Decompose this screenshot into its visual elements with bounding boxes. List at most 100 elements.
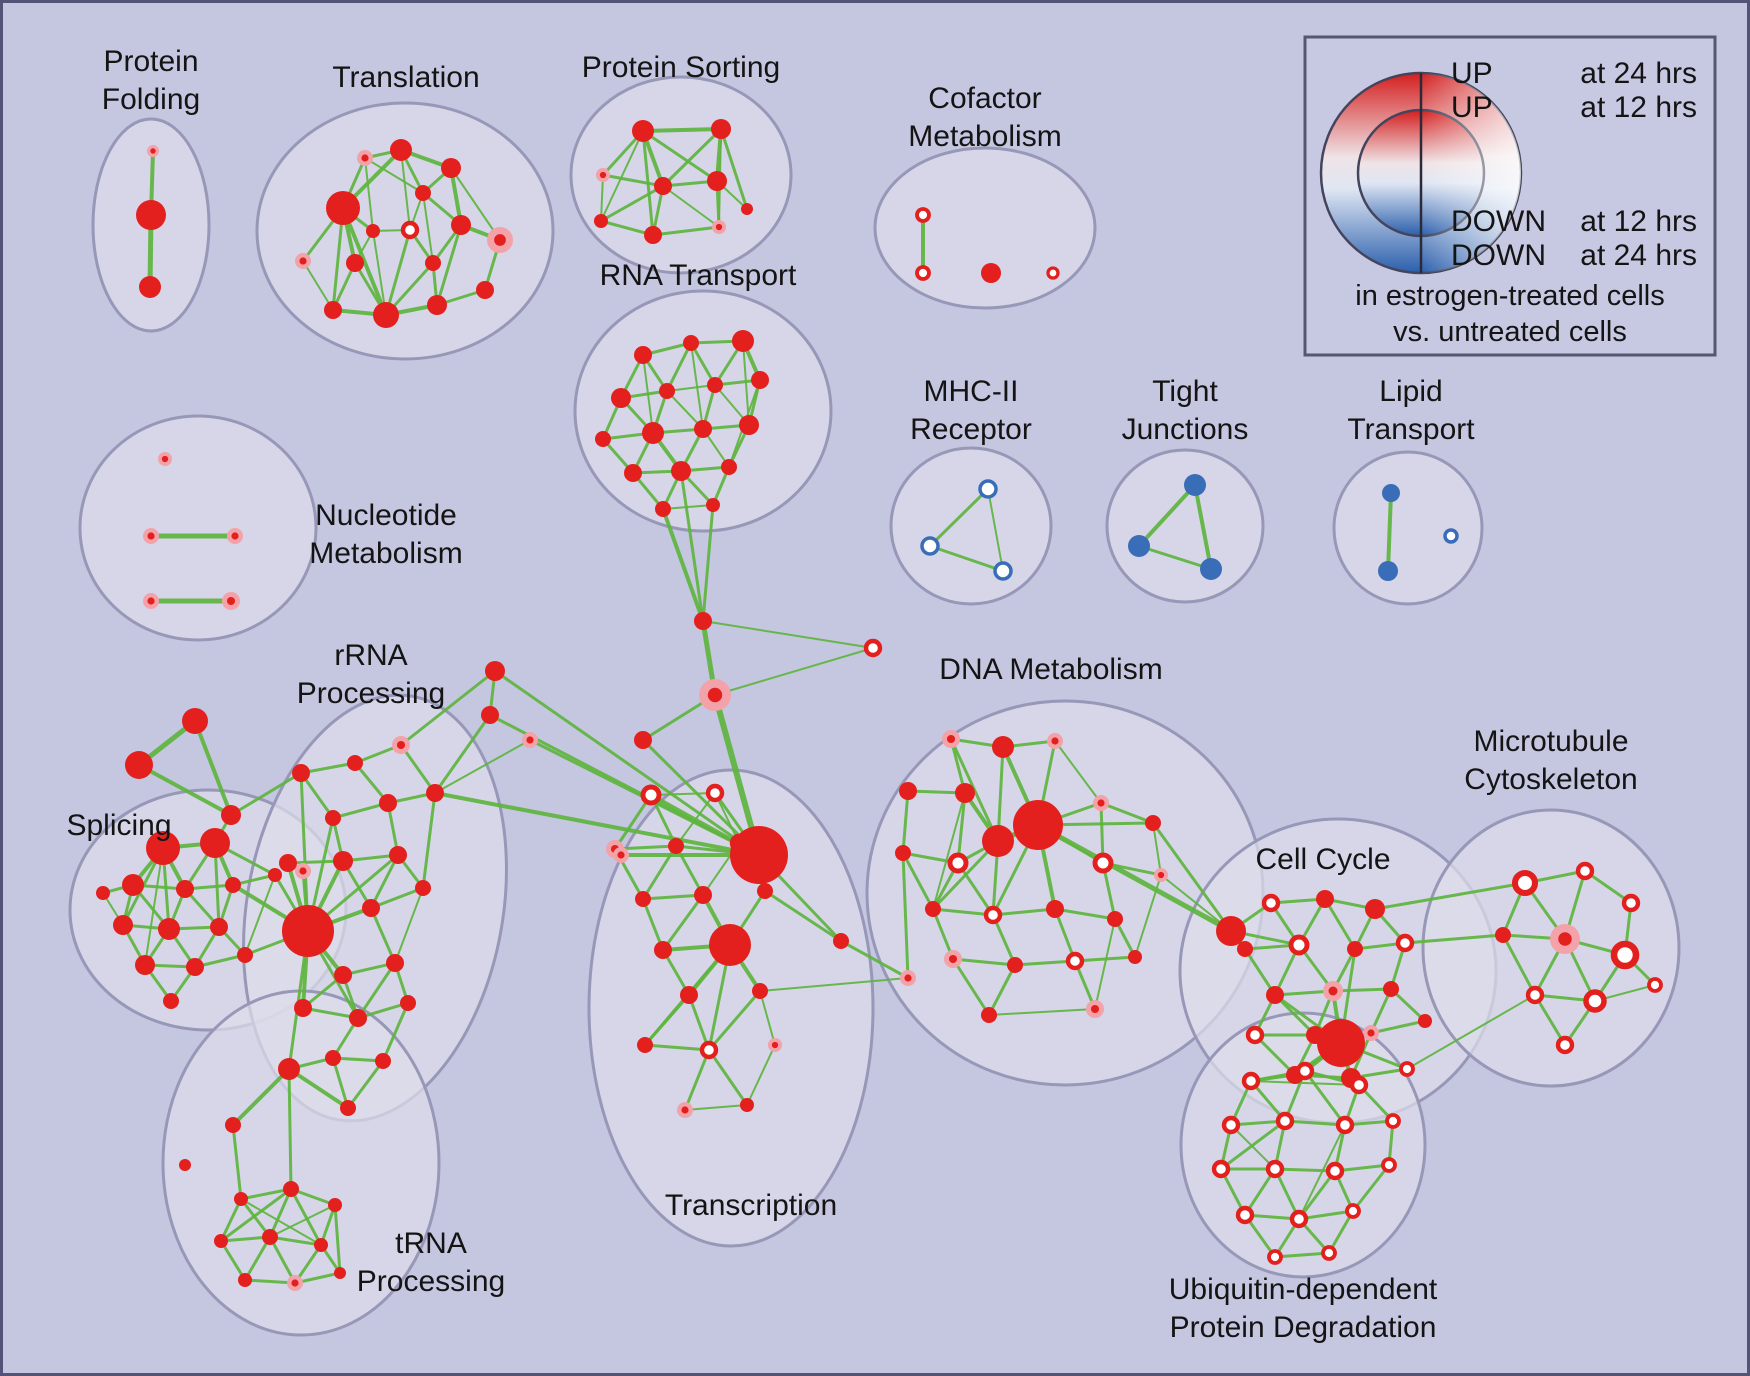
network-node[interactable] bbox=[139, 276, 161, 298]
network-node[interactable] bbox=[1237, 941, 1253, 957]
network-node[interactable] bbox=[655, 501, 671, 517]
network-node[interactable] bbox=[1381, 1157, 1397, 1173]
network-node[interactable] bbox=[709, 924, 751, 966]
network-node[interactable] bbox=[707, 377, 723, 393]
network-node[interactable] bbox=[644, 226, 662, 244]
network-node[interactable] bbox=[379, 794, 397, 812]
network-node[interactable] bbox=[632, 120, 654, 142]
network-node[interactable] bbox=[899, 782, 917, 800]
network-node[interactable] bbox=[1347, 941, 1363, 957]
network-node[interactable] bbox=[699, 1040, 719, 1060]
network-node[interactable] bbox=[982, 825, 1014, 857]
network-node[interactable] bbox=[634, 731, 652, 749]
network-node[interactable] bbox=[671, 461, 691, 481]
network-node[interactable] bbox=[113, 915, 133, 935]
network-node[interactable] bbox=[1065, 951, 1085, 971]
network-node[interactable] bbox=[1265, 1159, 1285, 1179]
network-node[interactable] bbox=[947, 852, 969, 874]
network-node[interactable] bbox=[237, 947, 253, 963]
network-node[interactable] bbox=[1555, 1035, 1575, 1055]
network-node[interactable] bbox=[262, 1229, 278, 1245]
network-node[interactable] bbox=[375, 1053, 391, 1069]
network-node[interactable] bbox=[659, 383, 675, 399]
network-node[interactable] bbox=[234, 1192, 248, 1206]
network-node[interactable] bbox=[481, 706, 499, 724]
network-node[interactable] bbox=[415, 880, 431, 896]
network-node[interactable] bbox=[1221, 1115, 1241, 1135]
network-node[interactable] bbox=[624, 464, 642, 482]
network-node[interactable] bbox=[707, 171, 727, 191]
network-node[interactable] bbox=[668, 838, 684, 854]
network-node[interactable] bbox=[739, 415, 759, 435]
network-node[interactable] bbox=[179, 1159, 191, 1171]
network-node[interactable] bbox=[1511, 869, 1539, 897]
network-node[interactable] bbox=[1184, 474, 1206, 496]
network-node[interactable] bbox=[1046, 900, 1064, 918]
network-node[interactable] bbox=[1266, 986, 1284, 1004]
network-node[interactable] bbox=[1316, 890, 1334, 908]
network-node[interactable] bbox=[333, 851, 353, 871]
network-node[interactable] bbox=[1200, 558, 1222, 580]
network-node[interactable] bbox=[1583, 989, 1607, 1013]
network-node[interactable] bbox=[915, 207, 931, 223]
network-node[interactable] bbox=[400, 995, 416, 1011]
network-node[interactable] bbox=[176, 880, 194, 898]
network-node[interactable] bbox=[214, 1234, 228, 1248]
network-node[interactable] bbox=[1295, 1061, 1315, 1081]
network-node[interactable] bbox=[1525, 985, 1545, 1005]
network-node[interactable] bbox=[981, 263, 1001, 283]
network-node[interactable] bbox=[1349, 1075, 1369, 1095]
network-node[interactable] bbox=[96, 886, 110, 900]
network-node[interactable] bbox=[349, 1009, 367, 1027]
network-node[interactable] bbox=[705, 783, 725, 803]
network-node[interactable] bbox=[1395, 933, 1415, 953]
network-node[interactable] bbox=[324, 301, 342, 319]
network-node[interactable] bbox=[373, 302, 399, 328]
network-node[interactable] bbox=[1365, 899, 1385, 919]
network-node[interactable] bbox=[1107, 911, 1123, 927]
network-node[interactable] bbox=[1385, 1113, 1401, 1129]
network-node[interactable] bbox=[425, 255, 441, 271]
network-node[interactable] bbox=[1128, 950, 1142, 964]
network-node[interactable] bbox=[1288, 934, 1310, 956]
network-node[interactable] bbox=[186, 958, 204, 976]
network-node[interactable] bbox=[125, 751, 153, 779]
network-node[interactable] bbox=[325, 810, 341, 826]
network-node[interactable] bbox=[1443, 528, 1459, 544]
network-node[interactable] bbox=[741, 203, 753, 215]
network-node[interactable] bbox=[1261, 893, 1281, 913]
network-node[interactable] bbox=[314, 1238, 328, 1252]
network-node[interactable] bbox=[694, 420, 712, 438]
network-node[interactable] bbox=[390, 139, 412, 161]
network-node[interactable] bbox=[595, 431, 611, 447]
network-node[interactable] bbox=[981, 1007, 997, 1023]
network-node[interactable] bbox=[135, 955, 155, 975]
network-node[interactable] bbox=[210, 918, 228, 936]
network-node[interactable] bbox=[654, 941, 672, 959]
network-node[interactable] bbox=[278, 1058, 300, 1080]
network-node[interactable] bbox=[706, 498, 720, 512]
network-node[interactable] bbox=[146, 831, 180, 865]
network-node[interactable] bbox=[476, 281, 494, 299]
network-node[interactable] bbox=[1325, 1161, 1345, 1181]
network-node[interactable] bbox=[451, 215, 471, 235]
network-node[interactable] bbox=[635, 891, 651, 907]
network-node[interactable] bbox=[895, 845, 911, 861]
network-node[interactable] bbox=[1495, 927, 1511, 943]
network-node[interactable] bbox=[721, 459, 737, 475]
network-node[interactable] bbox=[751, 371, 769, 389]
network-node[interactable] bbox=[634, 346, 652, 364]
network-node[interactable] bbox=[925, 901, 941, 917]
network-node[interactable] bbox=[1647, 977, 1663, 993]
network-node[interactable] bbox=[441, 158, 461, 178]
network-node[interactable] bbox=[1335, 1115, 1355, 1135]
network-node[interactable] bbox=[328, 1198, 342, 1212]
network-node[interactable] bbox=[283, 1181, 299, 1197]
network-node[interactable] bbox=[1321, 1245, 1337, 1261]
network-node[interactable] bbox=[740, 1098, 754, 1112]
network-node[interactable] bbox=[122, 874, 144, 896]
network-node[interactable] bbox=[955, 783, 975, 803]
network-node[interactable] bbox=[694, 886, 712, 904]
network-node[interactable] bbox=[415, 185, 431, 201]
network-node[interactable] bbox=[1289, 1209, 1309, 1229]
